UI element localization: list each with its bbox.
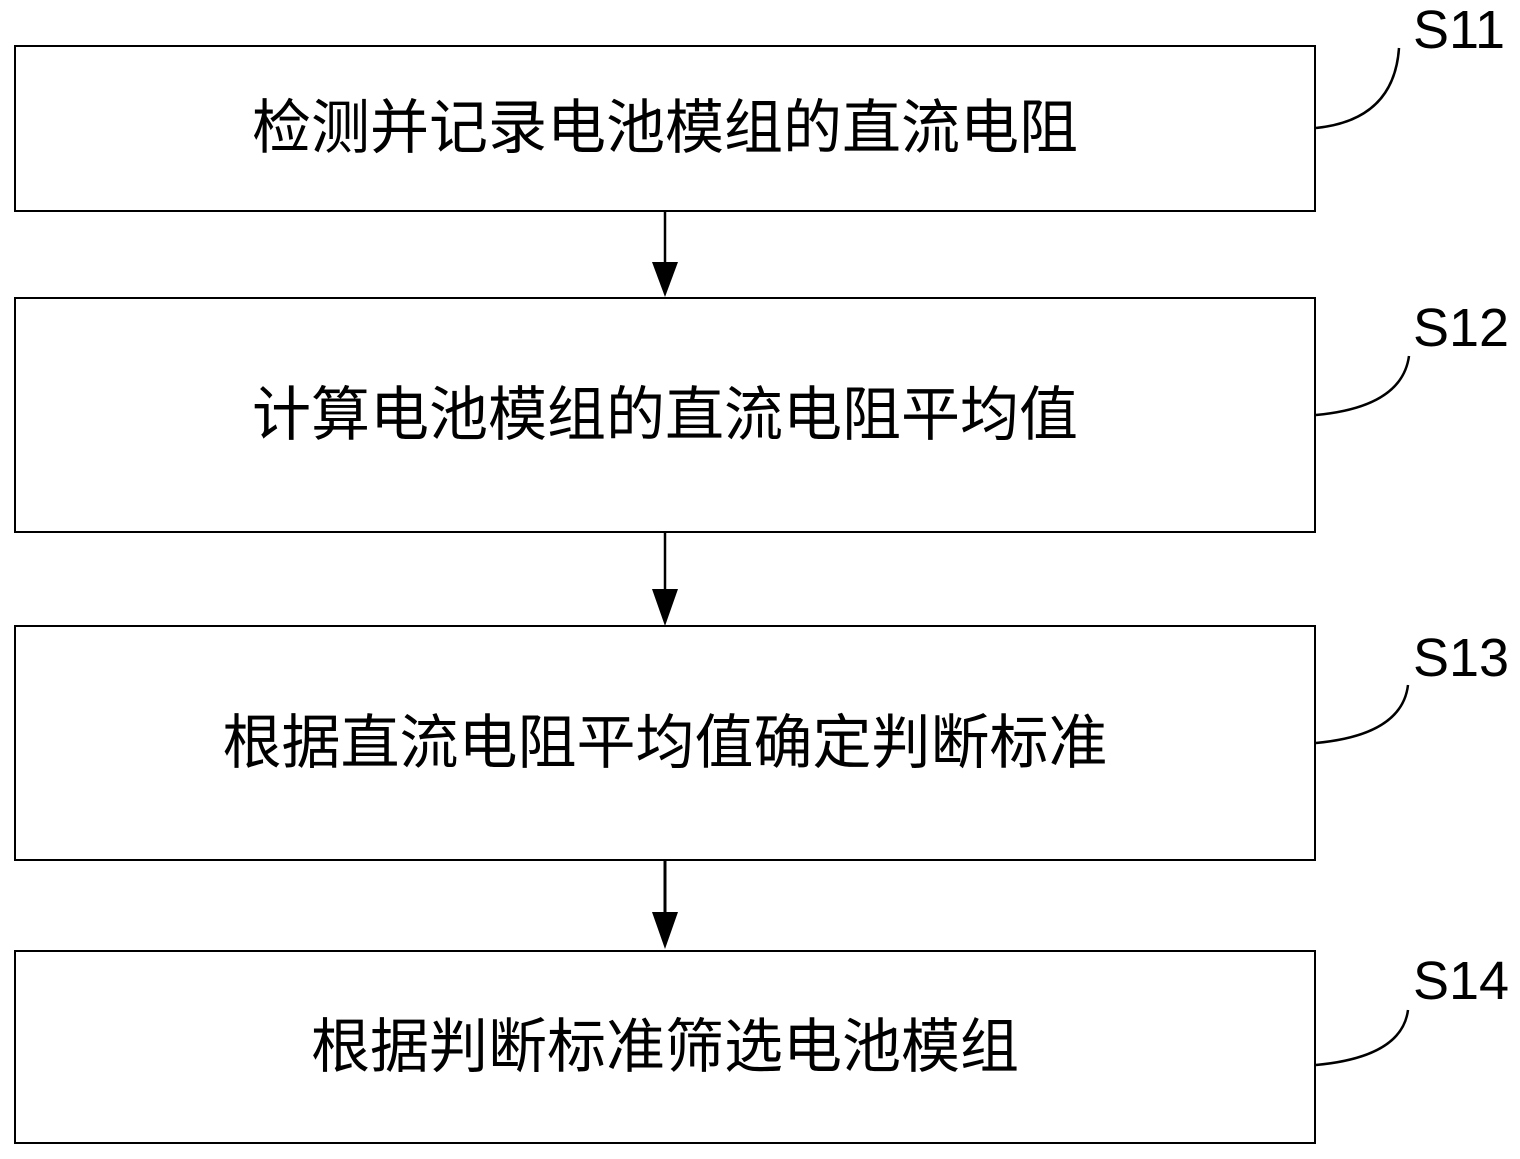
callout-curve-s14 <box>1315 1009 1410 1067</box>
step-box-s11: 检测并记录电池模组的直流电阻 <box>14 45 1316 212</box>
flow-arrow-2 <box>652 533 678 626</box>
callout-curve-s13 <box>1315 684 1410 745</box>
step-tag-s13: S13 <box>1413 628 1510 688</box>
step-text-s11: 检测并记录电池模组的直流电阻 <box>251 93 1078 163</box>
step-tag-s14: S14 <box>1413 951 1510 1011</box>
step-text-s13: 根据直流电阻平均值确定判断标准 <box>222 707 1108 777</box>
flow-arrow-3 <box>652 861 678 949</box>
flow-arrow-1 <box>652 212 678 297</box>
step-box-s14: 根据判断标准筛选电池模组 <box>14 950 1316 1144</box>
step-text-s14: 根据判断标准筛选电池模组 <box>310 1011 1019 1081</box>
callout-curve-s12 <box>1315 355 1411 417</box>
step-box-s12: 计算电池模组的直流电阻平均值 <box>14 297 1316 533</box>
step-tag-s12: S12 <box>1413 298 1510 358</box>
step-text-s12: 计算电池模组的直流电阻平均值 <box>251 379 1078 449</box>
step-tag-s11: S11 <box>1413 0 1506 60</box>
step-box-s13: 根据直流电阻平均值确定判断标准 <box>14 625 1316 861</box>
callout-curve-s11 <box>1315 47 1401 130</box>
